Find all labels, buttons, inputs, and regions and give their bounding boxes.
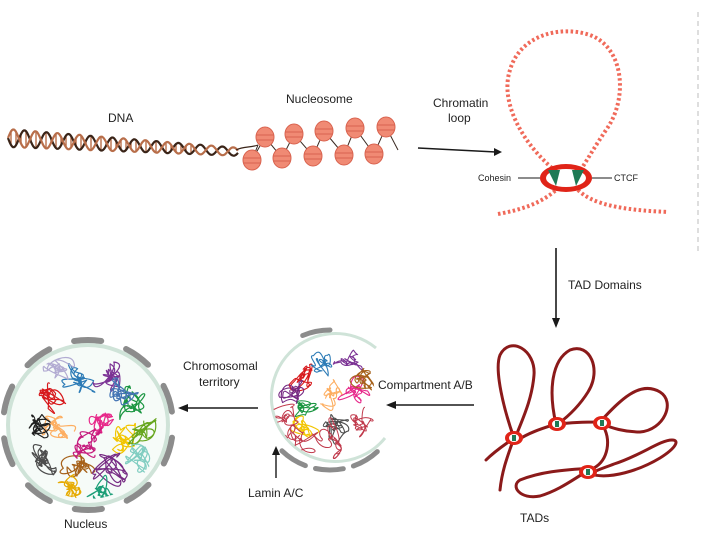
lamin-segment <box>279 448 308 469</box>
chromatin-territory <box>72 427 103 459</box>
lamin-segment <box>160 434 175 467</box>
nucleosome-bead <box>314 120 334 142</box>
tad-loop <box>558 386 669 434</box>
chromatin-territory <box>320 379 343 411</box>
compartment-label: Compartment A/B <box>378 378 473 392</box>
chromatin-territory <box>61 363 96 393</box>
nucleosome-bead <box>364 143 384 165</box>
territory-cluster <box>28 357 157 499</box>
lamin-segment <box>300 327 333 338</box>
lamin-segment <box>1 383 16 416</box>
tad-anchor <box>593 416 611 430</box>
lamin-segment <box>160 382 175 415</box>
arrow-to-compartment <box>386 401 474 409</box>
chromatin-territory <box>119 385 146 420</box>
tad-loops <box>484 344 678 499</box>
chromatin-loop-label-line1: Chromatin <box>433 96 488 110</box>
chromatin-territory <box>28 414 51 439</box>
tad-loop <box>516 347 596 442</box>
arrow-to-nucleus <box>178 404 258 412</box>
chromatin-territory <box>86 474 115 499</box>
lamin-segment <box>71 336 105 345</box>
chromatin-loop <box>497 29 669 216</box>
dna-linker <box>235 144 259 151</box>
nucleus-label: Nucleus <box>64 517 107 531</box>
dna-label: DNA <box>108 111 133 125</box>
chromatin-territory <box>59 453 96 478</box>
nucleosome-bead <box>303 145 323 167</box>
lamin-arrow <box>272 446 280 478</box>
chromatin-loop-strand <box>505 29 622 170</box>
lamin-segment <box>25 482 53 504</box>
chromatin-territory <box>294 400 319 418</box>
chromatin-loop-tail <box>576 188 669 214</box>
nucleosome-bead <box>334 144 354 166</box>
nucleosome-bead <box>284 123 304 145</box>
nucleosome-label: Nucleosome <box>286 92 353 106</box>
tad-loop <box>514 422 610 499</box>
chromatin-territory <box>285 424 319 454</box>
compartment-territories <box>272 349 379 459</box>
chromatin-territory <box>31 444 57 476</box>
nucleosome-bead <box>376 116 396 138</box>
lamin-segment <box>350 449 380 469</box>
chromatin-territory <box>332 349 364 372</box>
ctcf-label: CTCF <box>614 173 638 183</box>
lamin-segment <box>123 346 151 368</box>
ctcf-cohesin-complex <box>540 164 592 192</box>
chromatin-territory <box>350 406 374 438</box>
cohesin-label: Cohesin <box>478 173 511 183</box>
nucleosome-bead <box>272 147 292 169</box>
compartment-half-nucleus <box>269 327 387 473</box>
chromatin-territory <box>88 412 114 436</box>
chromatin-territory <box>42 357 76 380</box>
tad-loop <box>588 438 678 478</box>
dna-double-helix <box>6 128 259 157</box>
chromatin-loop-label-line2: loop <box>448 111 471 125</box>
nucleosome-bead <box>255 126 275 148</box>
chromosomal-territory-label-line2: territory <box>199 375 240 389</box>
nucleosome-fiber <box>242 116 399 171</box>
dna-strand <box>6 128 239 157</box>
nucleus-chromosome-territories <box>1 336 175 514</box>
chromatin-territory <box>311 417 342 459</box>
chromatin-territory <box>278 379 305 404</box>
chromatin-territory <box>128 418 157 446</box>
nucleosome-bead <box>345 117 365 139</box>
tad-anchor <box>548 417 566 431</box>
chromatin-territory <box>92 452 128 487</box>
lamin-segment <box>123 481 152 504</box>
lamin-label: Lamin A/C <box>248 486 304 500</box>
chromatin-territory <box>109 377 139 406</box>
chromatin-territory <box>349 367 379 392</box>
chromatin-territory <box>310 351 333 377</box>
tad-anchor <box>505 431 523 445</box>
chromatin-territory <box>337 375 371 404</box>
nuclear-envelope <box>269 332 387 463</box>
tads-label: TADs <box>520 511 549 525</box>
lamin-segment <box>71 505 105 514</box>
chromosomal-territory-label-line1: Chromosomal <box>183 359 258 373</box>
arrow-to-chromatin-loop <box>417 147 502 156</box>
tad-anchor <box>579 465 597 479</box>
lamin-segment <box>313 466 346 473</box>
dna-strand <box>6 129 239 157</box>
lamin-segment <box>1 435 16 468</box>
chromatin-territory <box>124 443 154 476</box>
arrow-to-tads <box>552 248 560 328</box>
chromatin-territory <box>38 382 67 414</box>
nucleosome-bead <box>242 149 262 171</box>
lamin-segment <box>24 346 53 369</box>
chromatin-loop-tail <box>497 188 558 216</box>
chromatin-territory <box>92 361 121 392</box>
tad-domains-label: TAD Domains <box>568 278 642 292</box>
chromatin-territory <box>41 415 77 439</box>
chromatin-territory <box>57 474 82 499</box>
